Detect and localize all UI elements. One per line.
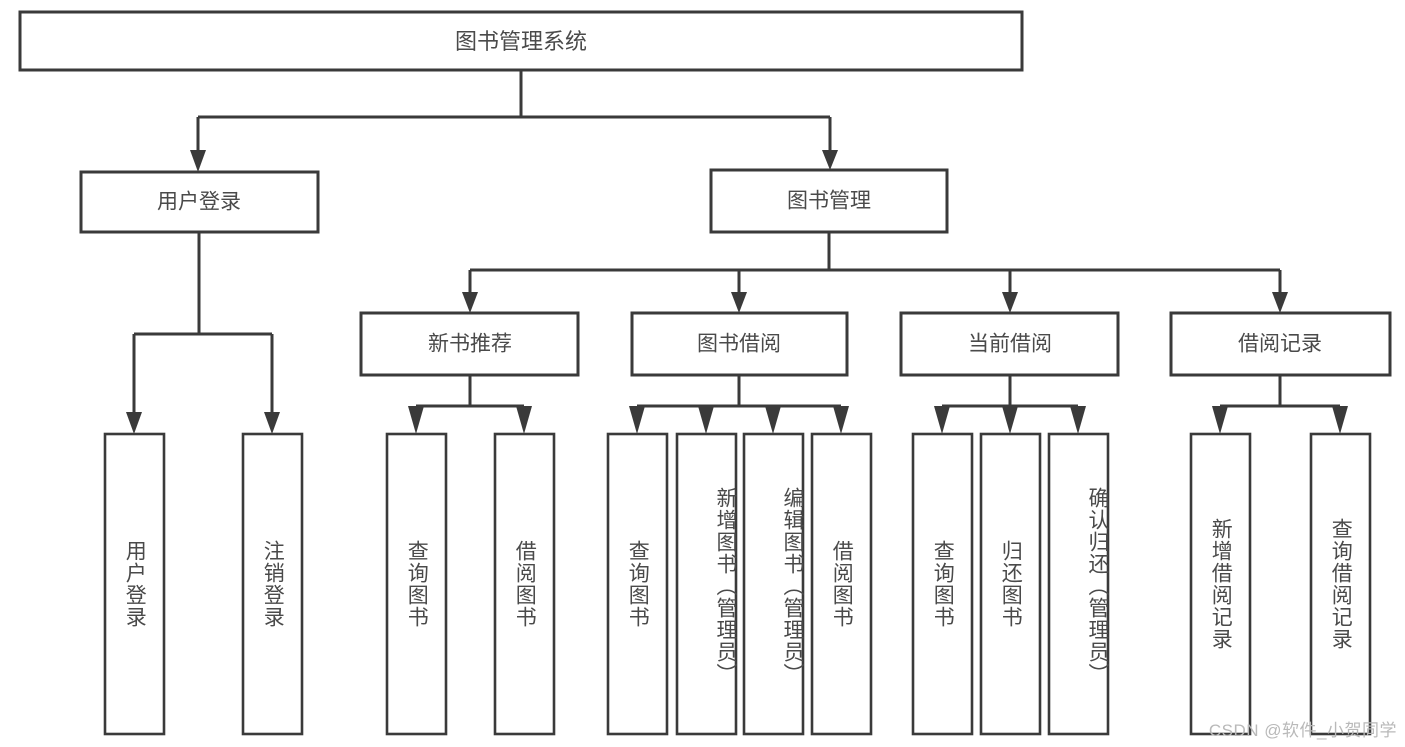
- leaf-box-edit-book[interactable]: [742, 432, 805, 736]
- connector-currentborrow-to-leaves: [934, 375, 1086, 434]
- leaf-box-user-login[interactable]: [103, 432, 166, 736]
- leaf-box-query-book-3[interactable]: [911, 432, 974, 736]
- connector-newbook-to-leaves: [408, 375, 532, 434]
- node-borrow-record[interactable]: 借阅记录: [1169, 311, 1392, 377]
- node-book-borrow[interactable]: 图书借阅: [630, 311, 849, 377]
- node-new-book-recommend-label: 新书推荐: [428, 333, 512, 356]
- connector-root-to-level2: [190, 70, 838, 172]
- node-new-book-recommend[interactable]: 新书推荐: [359, 311, 580, 377]
- node-user-login-label: 用户登录: [157, 191, 241, 214]
- leaf-boxes: [103, 432, 1372, 736]
- leaf-box-query-book-2[interactable]: [606, 432, 669, 736]
- node-book-borrow-label: 图书借阅: [697, 333, 781, 356]
- node-root[interactable]: 图书管理系统: [18, 10, 1024, 72]
- leaf-box-borrow-book-1[interactable]: [493, 432, 556, 736]
- leaf-box-query-borrow-record[interactable]: [1309, 432, 1372, 736]
- connector-borrowrecord-to-leaves: [1212, 375, 1348, 434]
- leaf-box-add-book[interactable]: [675, 432, 738, 736]
- csdn-watermark: CSDN @软件_小贺同学: [1208, 721, 1397, 740]
- node-borrow-record-label: 借阅记录: [1238, 333, 1322, 356]
- node-current-borrow-label: 当前借阅: [968, 333, 1052, 356]
- node-book-management[interactable]: 图书管理: [709, 168, 949, 234]
- connector-bookmgmt-to-level3: [462, 232, 1288, 313]
- leaf-box-add-borrow-record[interactable]: [1189, 432, 1252, 736]
- leaf-box-confirm-return[interactable]: [1047, 432, 1110, 736]
- leaf-box-logout[interactable]: [241, 432, 304, 736]
- connector-bookborrow-to-leaves: [629, 375, 849, 434]
- leaf-box-query-book-1[interactable]: [385, 432, 448, 736]
- node-current-borrow[interactable]: 当前借阅: [899, 311, 1120, 377]
- node-user-login[interactable]: 用户登录: [79, 170, 320, 234]
- connector-userlogin-to-leaves: [126, 232, 280, 434]
- node-book-management-label: 图书管理: [787, 190, 871, 213]
- node-root-label: 图书管理系统: [455, 29, 587, 54]
- leaf-box-borrow-book-2[interactable]: [810, 432, 873, 736]
- leaf-box-return-book[interactable]: [979, 432, 1042, 736]
